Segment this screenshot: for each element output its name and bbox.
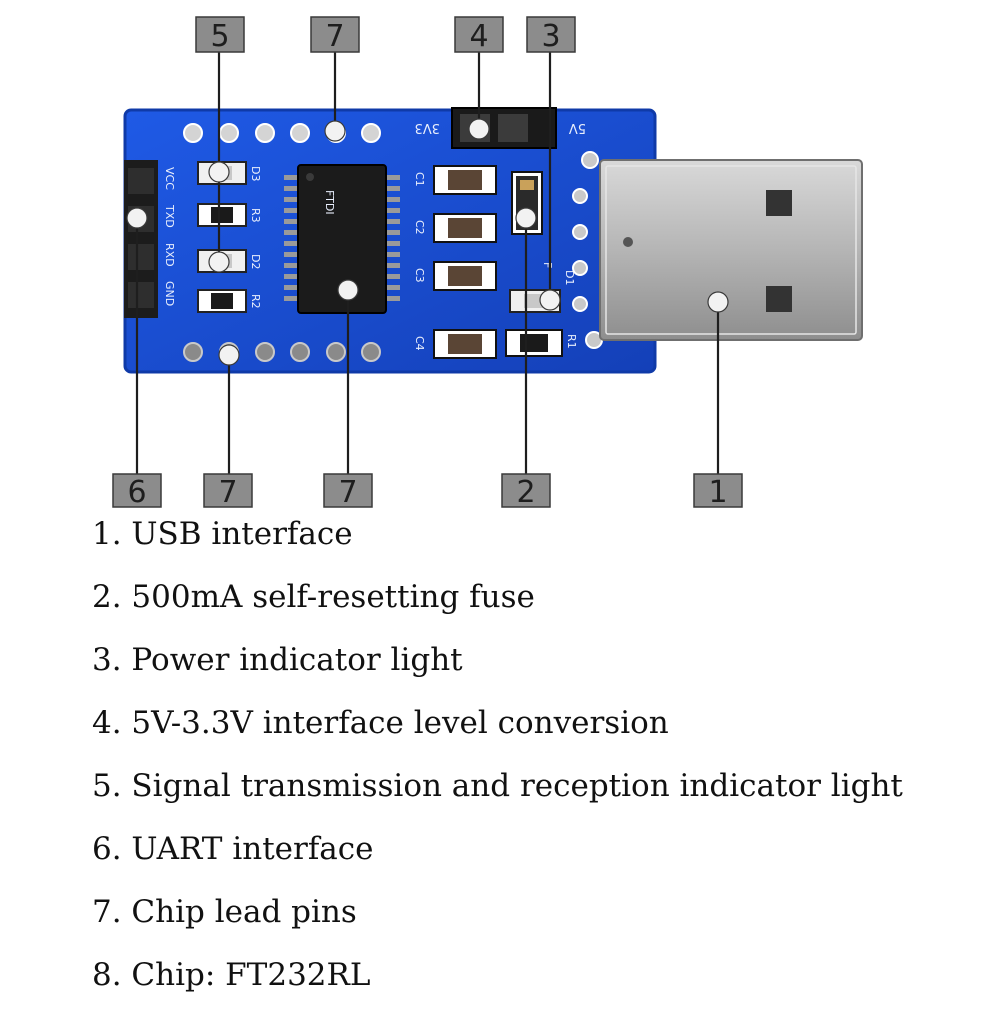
callout-number: 1 — [708, 475, 727, 510]
pcb-board: VCC TXD RXD GND D3 R3 D2 R2 — [123, 107, 657, 374]
callout-number: 2 — [516, 475, 535, 510]
callout-number: 5 — [210, 19, 229, 54]
component-legend: 1. USB interface 2. 500mA self-resetting… — [92, 508, 972, 1012]
capacitor-c4 — [433, 329, 497, 359]
legend-item-level-conversion: 4. 5V-3.3V interface level conversion — [92, 705, 669, 741]
silk-d1: D1 — [563, 270, 576, 285]
callout-top-4: 3 — [526, 16, 576, 54]
uart-header — [124, 160, 158, 318]
silk-fuse: F — [541, 262, 554, 268]
callout-bottom-2: 7 — [203, 473, 253, 510]
capacitor-c1 — [433, 165, 497, 195]
silk-c3: C3 — [413, 268, 426, 283]
usb-connector — [599, 159, 863, 341]
capacitor-c2 — [433, 213, 497, 243]
callout-bottom-1: 6 — [112, 473, 162, 510]
chip-ft232rl — [297, 164, 387, 314]
chip-marking: FTDI — [323, 190, 336, 215]
silk-pin-vcc: VCC — [163, 167, 176, 190]
silk-pin-txd: TXD — [163, 204, 176, 228]
legend-item-chip-lead-pins: 7. Chip lead pins — [92, 894, 357, 930]
leader-dots — [126, 118, 729, 366]
silk-r2: R2 — [249, 294, 262, 309]
silk-c2: C2 — [413, 220, 426, 235]
legend-item-uart-interface: 6. UART interface — [92, 831, 374, 867]
silk-c1: C1 — [413, 172, 426, 187]
usb-solder-pads — [572, 151, 603, 349]
silk-5v: 5V — [569, 120, 586, 135]
silk-c4: C4 — [413, 336, 426, 351]
leader-lines — [135, 52, 720, 476]
legend-item-usb-interface: 1. USB interface — [92, 516, 353, 552]
silk-r3: R3 — [249, 208, 262, 223]
silk-d3: D3 — [249, 166, 262, 181]
callout-bottom-4: 2 — [501, 473, 551, 510]
silk-r1: R1 — [565, 334, 578, 349]
callout-bottom-3: 7 — [323, 473, 373, 510]
legend-item-chip: 8. Chip: FT232RL — [92, 957, 371, 993]
callout-number: 7 — [325, 19, 344, 54]
silk-pin-gnd: GND — [163, 281, 176, 306]
callout-top-3: 4 — [454, 16, 504, 54]
callout-top-2: 7 — [310, 16, 360, 54]
legend-item-signal-indicator: 5. Signal transmission and reception ind… — [92, 768, 903, 804]
callout-top-1: 5 — [195, 16, 245, 54]
resistor-r3 — [197, 203, 247, 227]
resistor-r2 — [197, 289, 247, 313]
chip-pins — [284, 175, 400, 301]
callout-bottom-5: 1 — [693, 473, 743, 510]
callout-number: 6 — [127, 475, 146, 510]
silk-3v3: 3V3 — [415, 120, 440, 135]
callout-number: 7 — [218, 475, 237, 510]
board-diagram: VCC TXD RXD GND D3 R3 D2 R2 — [112, 16, 863, 510]
level-jumper — [451, 107, 557, 149]
capacitor-c3 — [433, 261, 497, 291]
callout-number: 3 — [541, 19, 560, 54]
silk-pin-rxd: RXD — [163, 243, 176, 267]
callout-number: 4 — [469, 19, 488, 54]
silk-d2: D2 — [249, 254, 262, 269]
legend-item-power-indicator: 3. Power indicator light — [92, 642, 463, 678]
callout-number: 7 — [338, 475, 357, 510]
resistor-r1 — [505, 329, 563, 357]
legend-item-fuse: 2. 500mA self-resetting fuse — [92, 579, 535, 615]
